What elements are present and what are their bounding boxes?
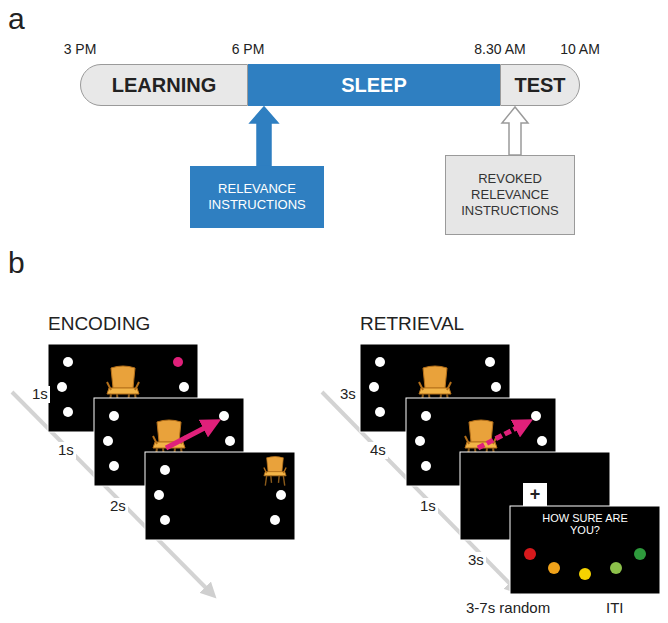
movement-arrow <box>478 423 526 448</box>
location-dot <box>179 382 189 392</box>
duration-label: 2s <box>108 498 128 515</box>
time-label: 6 PM <box>232 42 265 57</box>
panel-letter: b <box>8 246 25 279</box>
time-label: 10 AM <box>560 42 600 57</box>
panel-letter: a <box>8 2 25 35</box>
location-dot <box>421 411 431 421</box>
phase-heading: ENCODING <box>48 314 150 335</box>
node-text: TEST <box>514 73 565 98</box>
location-dot <box>63 357 73 367</box>
location-dot <box>219 411 229 421</box>
screen-frame <box>510 506 660 594</box>
location-dot <box>109 411 119 421</box>
chair-object <box>264 456 286 485</box>
location-dot <box>276 490 286 500</box>
location-dot <box>421 461 431 471</box>
location-dot <box>531 411 541 421</box>
phase-heading: RETRIEVAL <box>360 314 464 335</box>
location-dot <box>154 490 164 500</box>
location-dot <box>160 515 170 525</box>
location-dot <box>485 357 495 367</box>
location-dot <box>225 436 235 446</box>
node-text: REVOKED RELEVANCE INSTRUCTIONS <box>456 171 564 220</box>
location-dot <box>57 382 67 392</box>
instruction-box: RELEVANCE INSTRUCTIONS <box>190 166 324 228</box>
confidence-dot <box>610 562 622 574</box>
location-dot <box>369 382 379 392</box>
timeline-segment: SLEEP <box>248 64 500 106</box>
duration-label: 3s <box>338 386 358 403</box>
duration-label: 1s <box>30 386 50 403</box>
confidence-dot <box>548 562 560 574</box>
location-dot <box>63 407 73 417</box>
location-dot <box>375 407 385 417</box>
confidence-dot <box>634 548 646 560</box>
timeline-segment: TEST <box>500 64 580 106</box>
time-label: 3 PM <box>64 42 97 57</box>
duration-label: 3s <box>466 552 486 569</box>
instruction-arrow <box>502 107 528 155</box>
duration-label: 4s <box>368 442 388 459</box>
fixation-square <box>523 483 547 507</box>
duration-label: 1s <box>56 442 76 459</box>
confidence-dot <box>524 548 536 560</box>
location-dot <box>173 357 183 367</box>
location-dot <box>537 436 547 446</box>
location-dot <box>103 436 113 446</box>
task-screen <box>145 452 295 540</box>
location-dot <box>160 465 170 475</box>
node-text: SLEEP <box>341 73 407 98</box>
task-screen <box>510 506 660 594</box>
duration-label: 1s <box>418 498 438 515</box>
fixation-cross: + <box>530 485 541 505</box>
screen-frame <box>145 452 295 540</box>
movement-arrow <box>166 423 214 448</box>
duration-label: 3-7s random <box>464 600 552 617</box>
duration-label: ITI <box>606 600 624 617</box>
confidence-dot <box>579 568 591 580</box>
node-text: RELEVANCE INSTRUCTIONS <box>201 181 313 214</box>
node-text: LEARNING <box>112 73 216 98</box>
timeline-segment: LEARNING <box>80 64 248 106</box>
instruction-box: REVOKED RELEVANCE INSTRUCTIONS <box>445 155 575 235</box>
location-dot <box>491 382 501 392</box>
location-dot <box>375 357 385 367</box>
confidence-prompt: HOW SURE ARE YOU? <box>530 512 640 536</box>
location-dot <box>415 436 425 446</box>
time-label: 8.30 AM <box>474 42 525 57</box>
location-dot <box>270 515 280 525</box>
instruction-arrow <box>250 107 278 166</box>
location-dot <box>109 461 119 471</box>
